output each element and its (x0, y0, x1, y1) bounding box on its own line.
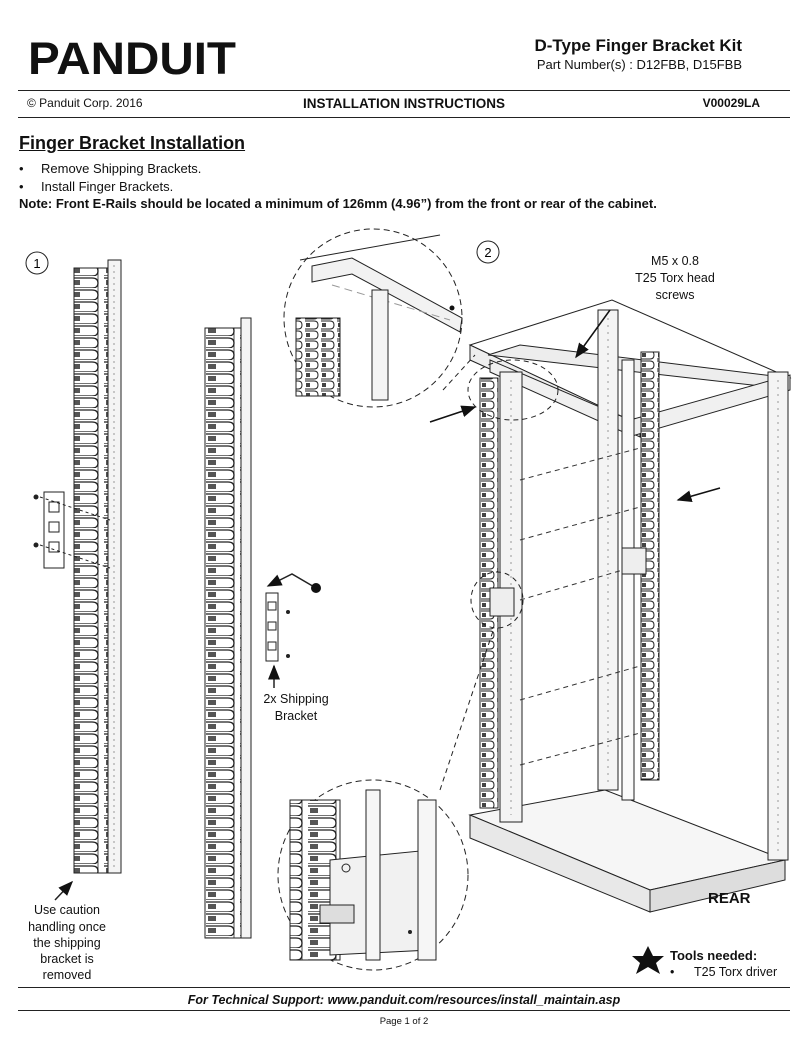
screws-arrow (575, 309, 611, 359)
step-1-marker (25, 251, 49, 275)
page-number: Page 1 of 2 (379, 1016, 429, 1027)
detail-top-leader (442, 354, 476, 391)
front-bracket-arrow (429, 405, 477, 423)
tools-item: •T25 Torx driver (670, 965, 778, 979)
footer-rule-top (18, 987, 790, 988)
cabinet-shipping-bracket-rear (621, 547, 647, 575)
instruction-text: Remove Shipping Brackets. (41, 161, 202, 176)
shipping-bracket-removed (33, 491, 111, 569)
rear-label: REAR (708, 890, 751, 907)
installation-illustration: 1 (0, 220, 808, 990)
panduit-logo: PANDUIT (28, 28, 238, 84)
detail-ring-small (470, 571, 524, 629)
list-item: •Remove Shipping Brackets. (19, 161, 202, 176)
technical-support: For Technical Support: www.panduit.com/r… (187, 993, 621, 1007)
document-title: D-Type Finger Bracket Kit (534, 36, 742, 55)
detail-circle-top (283, 228, 463, 408)
instructions-title: INSTALLATION INSTRUCTIONS (303, 96, 505, 111)
shipping-bracket-middle (265, 573, 321, 688)
screw-guide-lines (519, 447, 641, 766)
detail-circle-bottom (277, 779, 469, 971)
footer-rule-bottom (18, 1010, 790, 1011)
screws-label-line: M5 x 0.8 (651, 254, 699, 268)
instruction-text: Install Finger Brackets. (41, 179, 174, 194)
caution-label-line: handling once (28, 920, 106, 934)
subheader-rule (18, 117, 790, 118)
header-rule (18, 90, 790, 91)
caution-label-line: Use caution (34, 903, 100, 917)
caution-label-line: bracket is (40, 952, 94, 966)
shipping-label-line: 2x Shipping (263, 692, 328, 706)
section-title: Finger Bracket Installation (19, 133, 246, 153)
list-item: •Install Finger Brackets. (19, 179, 174, 194)
step-2-marker (476, 240, 500, 264)
caution-label-line: removed (43, 968, 92, 982)
step-2-number: 2 (484, 245, 491, 260)
document-number: V00029LA (702, 96, 760, 110)
instruction-list: •Remove Shipping Brackets. •Install Fing… (19, 160, 201, 196)
finger-bracket-left (73, 259, 122, 874)
step-1-number: 1 (33, 256, 40, 271)
tool-name: T25 Torx driver (694, 965, 778, 979)
shipping-label-line: Bracket (275, 709, 318, 723)
copyright: © Panduit Corp. 2016 (27, 96, 143, 110)
caution-label-line: the shipping (33, 936, 100, 950)
rear-bracket-arrow (676, 487, 721, 503)
part-numbers: Part Number(s) : D12FBB, D15FBB (536, 57, 742, 72)
logo-text: PANDUIT (28, 33, 236, 78)
detail-bottom-leader (439, 627, 495, 791)
installation-note: Note: Front E-Rails should be located a … (19, 196, 657, 211)
cabinet-shipping-bracket (489, 587, 515, 617)
torx-star-icon (632, 946, 664, 974)
tools-title: Tools needed: (670, 948, 758, 963)
screws-label-line: screws (656, 288, 695, 302)
detail-ring-top (467, 359, 559, 421)
caution-arrow (54, 880, 74, 901)
finger-bracket-middle (204, 317, 252, 939)
cabinet-frame (468, 299, 792, 913)
screws-label-line: T25 Torx head (635, 271, 715, 285)
